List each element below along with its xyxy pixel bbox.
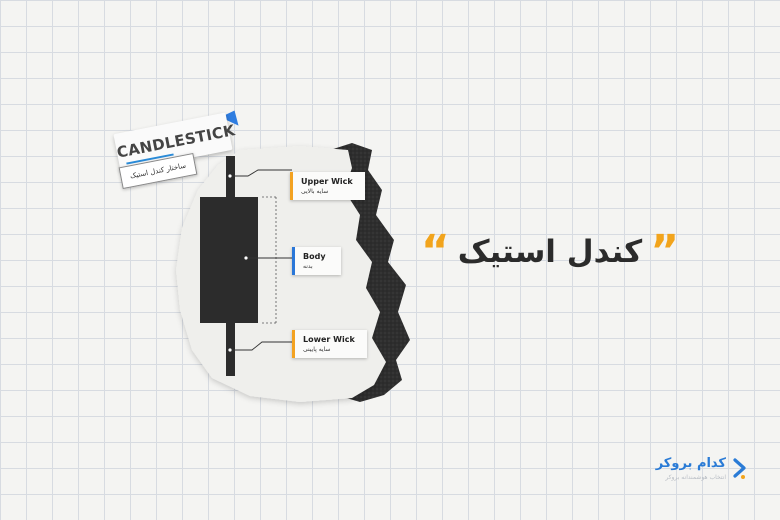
upper-wick-label: Upper Wick سایه بالایی [290, 172, 365, 200]
lower-wick-label: Lower Wick سایه پایینی [292, 330, 367, 358]
body-fa: بدنه [303, 263, 313, 270]
headline-text: کندل استیک [457, 234, 643, 270]
quote-open: “ [420, 226, 450, 277]
brand-name: کدام بروکر [655, 456, 726, 471]
body-label: Body بدنه [292, 247, 341, 275]
candle-body-shape [200, 197, 258, 323]
quote-close: ” [650, 226, 680, 277]
lower-wick-title: Lower Wick [303, 335, 355, 344]
brand-chevron-icon [733, 458, 746, 479]
lower-wick-fa: سایه پایینی [303, 346, 331, 353]
upper-wick-title: Upper Wick [301, 177, 353, 186]
brand-tagline: انتخاب هوشمندانه بروکر [665, 474, 726, 481]
upper-wick-fa: سایه بالایی [301, 188, 329, 195]
body-title: Body [303, 252, 326, 261]
headline: “ کندل استیک ” [420, 222, 680, 282]
brand-logo[interactable]: کدام بروکر انتخاب هوشمندانه بروکر [628, 456, 748, 486]
